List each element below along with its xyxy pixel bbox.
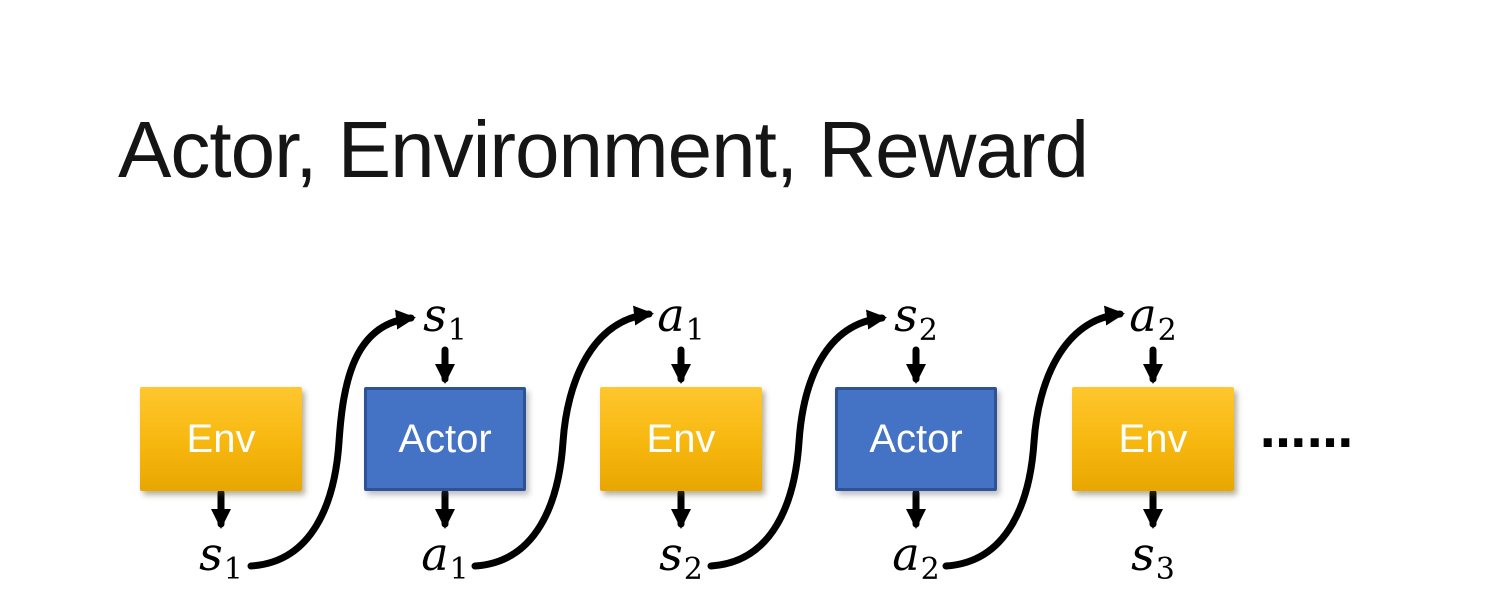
env-box-3: Env — [1072, 387, 1234, 491]
top-label-a2-var: a — [1129, 288, 1157, 342]
actor-box-1-label: Actor — [398, 416, 492, 461]
bottom-label-s1-var: s — [199, 527, 223, 581]
env-box-2-label: Env — [646, 416, 716, 461]
bottom-label-s2-var: s — [659, 527, 683, 581]
env-box-2: Env — [600, 387, 762, 491]
bottom-label-s3-sub: 3 — [1155, 552, 1175, 587]
top-label-s1-var: s — [423, 288, 447, 342]
bottom-label-a2: a2 — [856, 527, 976, 587]
bottom-label-a2-var: a — [892, 527, 920, 581]
bottom-label-s2: s2 — [621, 527, 741, 587]
slide-title: Actor, Environment, Reward — [118, 105, 1089, 194]
actor-box-2-label: Actor — [869, 416, 963, 461]
top-label-a1: a1 — [621, 288, 741, 348]
bottom-label-a2-sub: 2 — [920, 552, 940, 587]
bottom-label-a1-var: a — [421, 527, 449, 581]
bottom-label-s1: s1 — [161, 527, 281, 587]
env-box-1: Env — [140, 387, 302, 491]
top-label-s1-sub: 1 — [447, 313, 467, 348]
top-label-a1-sub: 1 — [685, 313, 705, 348]
env-box-3-label: Env — [1118, 416, 1188, 461]
env-box-1-label: Env — [186, 416, 256, 461]
top-label-s1: s1 — [385, 288, 505, 348]
top-label-a2-sub: 2 — [1157, 313, 1177, 348]
top-label-s2-sub: 2 — [918, 313, 938, 348]
bottom-label-a1-sub: 1 — [449, 552, 469, 587]
actor-box-1: Actor — [364, 387, 526, 491]
top-label-a1-var: a — [657, 288, 685, 342]
actor-box-2: Actor — [835, 387, 997, 491]
top-label-a2: a2 — [1093, 288, 1213, 348]
continuation-ellipsis: …… — [1260, 404, 1354, 458]
bottom-label-s2-sub: 2 — [683, 552, 703, 587]
bottom-label-s3-var: s — [1131, 527, 1155, 581]
top-label-s2: s2 — [856, 288, 976, 348]
bottom-label-s3: s3 — [1093, 527, 1213, 587]
bottom-label-a1: a1 — [385, 527, 505, 587]
bottom-label-s1-sub: 1 — [223, 552, 243, 587]
top-label-s2-var: s — [894, 288, 918, 342]
